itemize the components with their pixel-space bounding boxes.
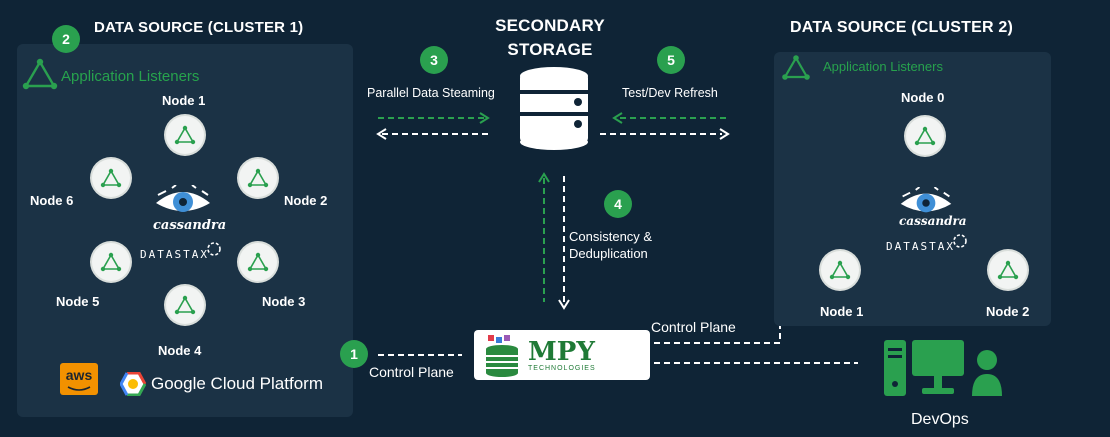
consistency-arrows — [538, 172, 570, 310]
cluster2-listener-icon — [781, 54, 811, 87]
control-plane-left-label: Control Plane — [369, 364, 454, 380]
step-4-label-line2: Deduplication — [569, 246, 648, 261]
cluster2-node-2-label: Node 2 — [986, 304, 1030, 319]
cluster1-node-6-label: Node 6 — [30, 193, 74, 208]
step-4-label: Consistency & Deduplication — [569, 228, 652, 262]
aws-text: aws — [65, 367, 93, 383]
mpy-wordmark: MPY TECHNOLOGIES — [528, 339, 596, 372]
cluster1-title: DATA SOURCE (CLUSTER 1) — [94, 19, 304, 36]
cluster1-node-1-label: Node 1 — [162, 93, 206, 108]
datastax-swirl-icon-2 — [952, 233, 968, 254]
database-icon — [518, 66, 590, 155]
refresh-arrows — [600, 112, 730, 140]
cluster2-node-0[interactable] — [906, 117, 944, 155]
aws-logo: aws — [60, 363, 98, 395]
step-3-label: Parallel Data Steaming — [367, 86, 495, 100]
secondary-storage-title: SECONDARY STORAGE — [480, 14, 620, 62]
cluster1-node-2[interactable] — [239, 159, 277, 197]
mpy-sub: TECHNOLOGIES — [528, 364, 596, 372]
step-5-label: Test/Dev Refresh — [622, 86, 718, 100]
secondary-storage-line1: SECONDARY — [495, 16, 605, 35]
mpy-name: MPY — [528, 336, 595, 367]
cluster1-node-6[interactable] — [92, 159, 130, 197]
step-2-badge: 2 — [52, 25, 80, 53]
control-plane-right-label: Control Plane — [651, 319, 736, 335]
step-1-badge: 1 — [340, 340, 368, 368]
cluster1-node-4-label: Node 4 — [158, 343, 202, 358]
cluster2-node-2[interactable] — [989, 251, 1027, 289]
cluster2-datastax-text: DATASTAX — [886, 240, 955, 253]
cluster1-node-2-label: Node 2 — [284, 193, 328, 208]
cluster1-listeners-label: Application Listeners — [61, 68, 200, 85]
cluster1-panel — [17, 44, 353, 417]
cluster1-node-3-label: Node 3 — [262, 294, 306, 309]
step-4-badge: 4 — [604, 190, 632, 218]
cluster1-node-3[interactable] — [239, 243, 277, 281]
cluster2-node-1[interactable] — [821, 251, 859, 289]
devops-label: DevOps — [911, 411, 969, 428]
mpy-technologies-box[interactable]: MPY TECHNOLOGIES — [474, 330, 650, 380]
cluster2-node-1-label: Node 1 — [820, 304, 864, 319]
cluster1-node-5[interactable] — [92, 243, 130, 281]
cassandra-eye-icon — [152, 184, 214, 224]
gcp-hex-icon — [119, 371, 147, 401]
datastax-swirl-icon — [206, 241, 222, 262]
cluster1-node-1[interactable] — [166, 116, 204, 154]
cluster1-listener-icon — [22, 58, 58, 97]
cluster1-node-5-label: Node 5 — [56, 294, 100, 309]
devops-icon — [884, 338, 1004, 405]
mpy-server-icon — [486, 335, 518, 377]
secondary-storage-line2: STORAGE — [507, 40, 593, 59]
cluster2-cassandra-text: cassandra — [899, 214, 967, 228]
step-3-badge: 3 — [420, 46, 448, 74]
cluster2-listeners-label: Application Listeners — [823, 59, 943, 74]
step-4-label-line1: Consistency & — [569, 229, 653, 244]
cluster1-cassandra-text: cassandra — [153, 218, 227, 233]
cassandra-eye-icon-2 — [897, 186, 955, 224]
cluster1-node-4[interactable] — [166, 286, 204, 324]
cluster2-node-0-label: Node 0 — [901, 90, 945, 105]
cluster1-datastax-text: DATASTAX — [140, 248, 209, 261]
control-plane-right-line — [654, 318, 781, 344]
gcp-label: Google Cloud Platform — [151, 374, 323, 393]
cluster2-title: DATA SOURCE (CLUSTER 2) — [790, 19, 1013, 36]
streaming-arrows — [376, 112, 490, 140]
step-5-badge: 5 — [657, 46, 685, 74]
